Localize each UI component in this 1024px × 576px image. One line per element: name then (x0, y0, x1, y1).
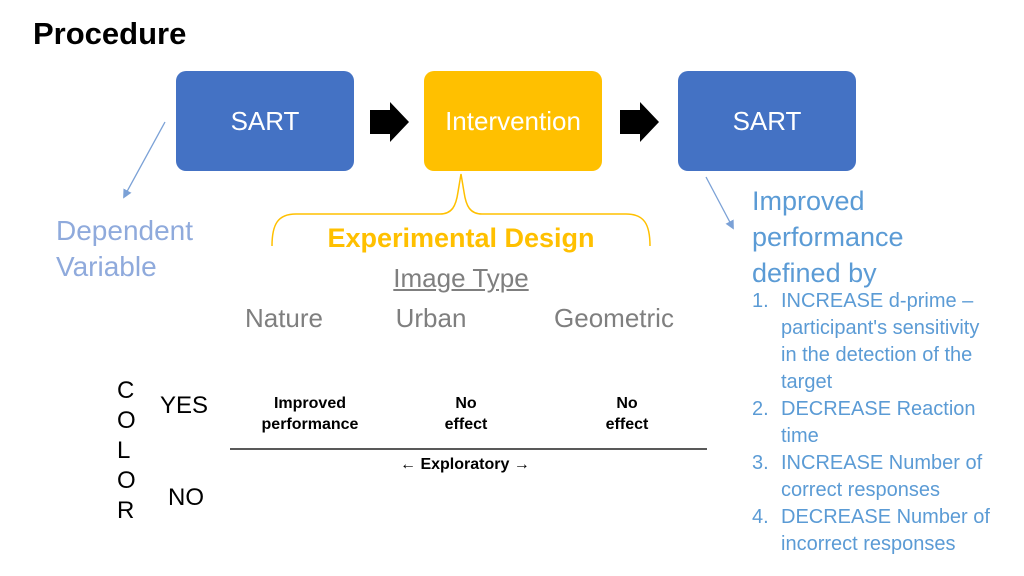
color-letter: O (117, 467, 136, 494)
list-item-text: INCREASE d-prime – participant's sensiti… (781, 290, 980, 393)
list-item-text: INCREASE Number of correct responses (781, 452, 983, 501)
list-item: 2. DECREASE Reaction time (752, 396, 992, 450)
improved-performance-arrow-icon (705, 176, 734, 230)
image-type-geometric: Geometric (554, 303, 674, 333)
color-letter: L (117, 437, 131, 464)
list-item-number: 4. (752, 506, 769, 528)
list-item-number: 2. (752, 398, 769, 420)
flow-box-label: SART (230, 105, 300, 136)
dependent-variable-label: Dependent Variable (56, 215, 194, 282)
result-cell-geometric: No effect (605, 395, 649, 433)
image-type-nature: Nature (244, 303, 324, 333)
result-cell-urban: No effect (444, 395, 488, 433)
list-item-number: 3. (752, 452, 769, 474)
color-level-no: NO (168, 484, 204, 511)
flow-box-sart-post: SART (678, 71, 856, 171)
list-item-number: 1. (752, 290, 769, 312)
flow-box-label: SART (732, 105, 802, 136)
improved-performance-list: 1. INCREASE d-prime – participant's sens… (752, 288, 992, 558)
list-item: 3. INCREASE Number of correct responses (752, 450, 992, 504)
flow-box-label: Intervention (445, 105, 581, 136)
flow-arrow-icon (620, 102, 659, 142)
list-item: 1. INCREASE d-prime – participant's sens… (752, 288, 992, 396)
table-divider-line (230, 448, 707, 450)
image-type-urban: Urban (395, 303, 467, 333)
color-factor-label: C O L O R (117, 376, 136, 526)
experimental-design-heading: Experimental Design (327, 223, 595, 253)
flow-box-sart-pre: SART (176, 71, 354, 171)
flow-arrow-icon (370, 102, 409, 142)
slide-title: Procedure (33, 16, 187, 51)
color-letter: R (117, 497, 135, 524)
exploratory-label: ← Exploratory → (400, 456, 530, 473)
improved-performance-heading: Improved performance defined by (752, 186, 904, 288)
list-item-text: DECREASE Number of incorrect responses (781, 506, 990, 555)
image-type-heading-text: Image Type (393, 263, 529, 293)
color-letter: C (117, 377, 135, 404)
result-cell-nature: Improved performance (261, 395, 359, 433)
image-type-heading: Image Type (272, 263, 650, 294)
dependent-variable-arrow-icon (123, 121, 166, 199)
color-level-yes: YES (160, 392, 209, 419)
flow-box-intervention: Intervention (424, 71, 602, 171)
list-item: 4. DECREASE Number of incorrect response… (752, 504, 992, 558)
color-letter: O (117, 407, 136, 434)
list-item-text: DECREASE Reaction time (781, 398, 976, 447)
